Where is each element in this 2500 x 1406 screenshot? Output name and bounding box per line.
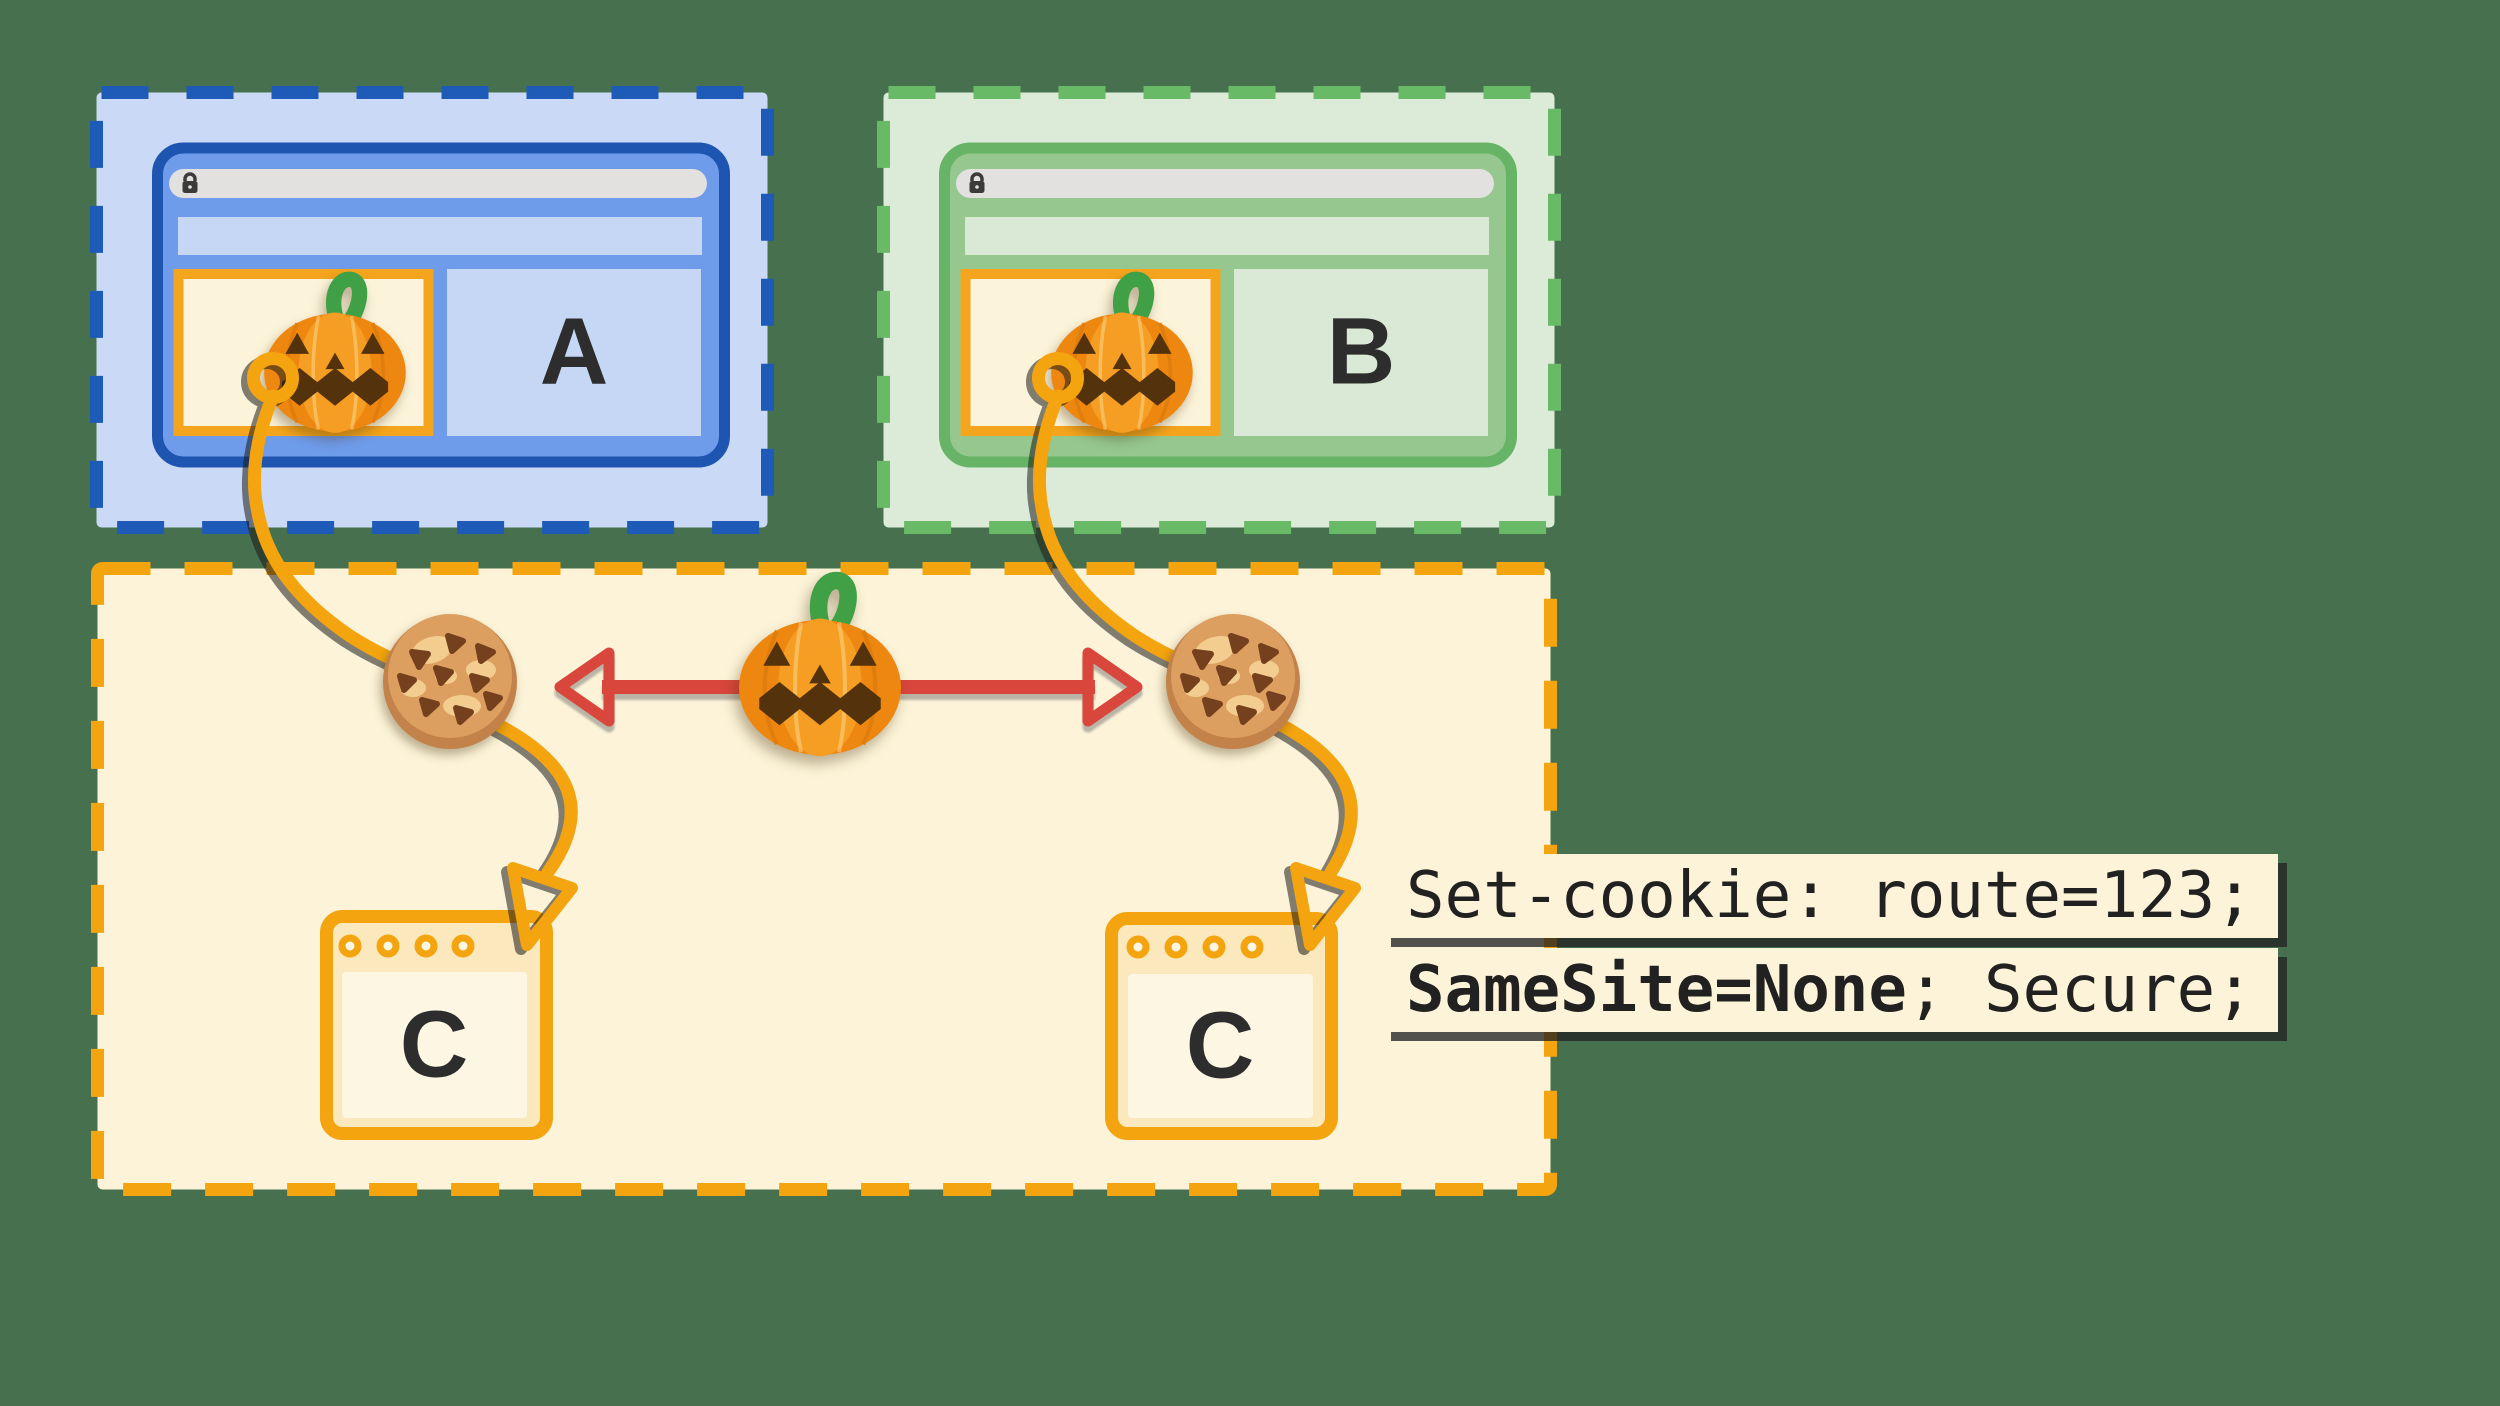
third-party-window-c-right	[1105, 912, 1338, 1140]
ring-icon	[247, 352, 299, 404]
third-party-c-right-label: C	[1185, 992, 1255, 1099]
browser-window-a	[152, 142, 730, 468]
site-a-label: A	[539, 298, 609, 405]
flow-arrowhead-icon	[1290, 862, 1361, 951]
browser-window-b	[939, 142, 1517, 468]
set-cookie-header-line1: Set-cookie: route=123;	[1382, 854, 2278, 938]
nav-strip-b	[965, 217, 1489, 255]
window-dots	[338, 934, 475, 958]
url-bar-b	[956, 169, 1494, 198]
page-panel-a	[447, 269, 701, 436]
window-dots	[1126, 935, 1264, 959]
flow-cookie-to-c-left	[469, 707, 578, 879]
secure-text: ; Secure;	[1906, 953, 2254, 1027]
set-cookie-header-line2: SameSite=None; Secure;	[1382, 948, 2278, 1032]
third-party-window-c-left	[320, 910, 553, 1140]
page-panel-b	[1234, 269, 1488, 436]
samesite-none-text: SameSite=None	[1406, 953, 1907, 1027]
cookie-icon	[383, 614, 517, 749]
set-cookie-text: Set-cookie: route=123;	[1406, 859, 2254, 933]
cookie-icon	[1166, 614, 1300, 749]
nav-strip-a	[178, 217, 702, 255]
url-bar-a	[169, 169, 707, 198]
flow-arrowhead-icon	[507, 862, 578, 951]
ring-icon	[1032, 352, 1084, 404]
flow-cookie-to-c-right	[1248, 705, 1358, 879]
site-b-label: B	[1326, 298, 1396, 405]
third-party-c-left-label: C	[399, 991, 469, 1098]
